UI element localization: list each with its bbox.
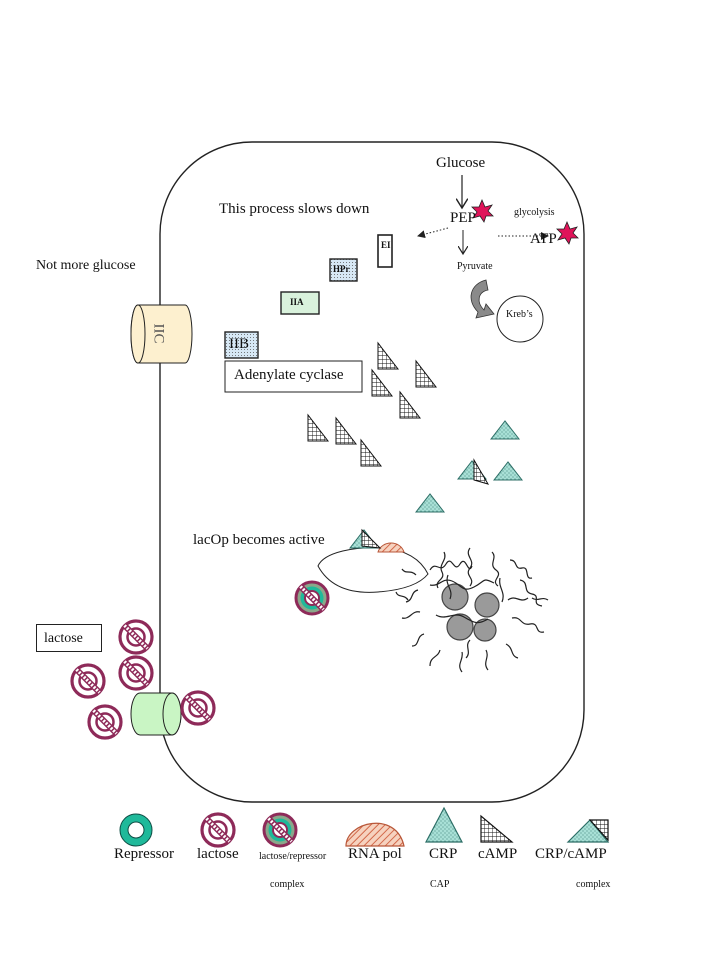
legend-repressor-label: Repressor (114, 846, 174, 862)
lactose-icon (89, 706, 121, 738)
legend-lactose-repressor-label: lactose/repressor (259, 851, 327, 862)
hpr-label: HPr (333, 264, 350, 274)
hpr-box (329, 258, 358, 282)
lactose-box-label: lactose (36, 624, 102, 652)
legend-lactose-label: lactose (197, 846, 239, 862)
legend-crp-camp-icon (566, 819, 610, 843)
lactose-repressor-complex-icon (296, 582, 328, 614)
iic-label: IIC (150, 323, 167, 344)
lactose-icon (182, 692, 214, 724)
legend-rna-pol-icon (345, 822, 405, 847)
iic-cylinder (130, 304, 193, 364)
iia-box (280, 291, 320, 315)
legend-crp-label: CRP (429, 846, 458, 862)
legend-crp-camp-label: CRP/cAMP (535, 846, 607, 862)
pep-ei-arrow (417, 227, 449, 239)
lactose-icon (120, 657, 152, 689)
legend-lactose-icon (202, 814, 234, 846)
crp-camp-complex-icon (457, 458, 490, 485)
iia-label: IIA (290, 297, 304, 307)
rna-pol-icon (377, 542, 405, 553)
not-more-glucose-label: Not more glucose (36, 258, 136, 273)
atp-label: ATP (530, 231, 557, 247)
lactose-icon (120, 621, 152, 653)
legend-lactose-repressor-icon (264, 814, 296, 846)
lacop-active-note: lacOp becomes active (193, 532, 325, 548)
ei-box (377, 234, 393, 268)
lacop-region (317, 547, 429, 593)
legend-cap-label: CAP (430, 879, 450, 890)
pyruvate-label: Pyruvate (457, 261, 493, 272)
legend-repressor-icon (119, 813, 153, 847)
iib-box (224, 331, 259, 359)
cell-membrane (159, 141, 585, 803)
legend-camp-icon (480, 814, 514, 843)
adenylate-cyclase-box (224, 360, 363, 393)
glycolysis-label: glycolysis (514, 207, 555, 218)
legend-rna-pol-label: RNA pol (348, 846, 402, 862)
krebs-arrow-icon (470, 279, 495, 319)
legend-camp-label: cAMP (478, 846, 518, 862)
lactose-permease-cylinder (130, 692, 182, 736)
pep-label: PEP (450, 210, 476, 226)
iib-label: IIB (229, 336, 249, 352)
adenylate-cyclase-label: Adenylate cyclase (234, 367, 344, 383)
krebs-circle (496, 295, 544, 343)
legend-lactose-repressor-sub: complex (270, 879, 305, 890)
slow-process-note: This process slows down (219, 201, 370, 217)
nucleoid (395, 547, 549, 673)
legend-crp-camp-sub: complex (576, 879, 611, 890)
krebs-label: Kreb’s (506, 309, 533, 320)
lactose-icon (72, 665, 104, 697)
glucose-label: Glucose (436, 155, 486, 171)
crp-camp-complex-icon (349, 528, 382, 549)
legend-crp-icon (425, 806, 463, 843)
ei-label: EI (381, 240, 391, 250)
